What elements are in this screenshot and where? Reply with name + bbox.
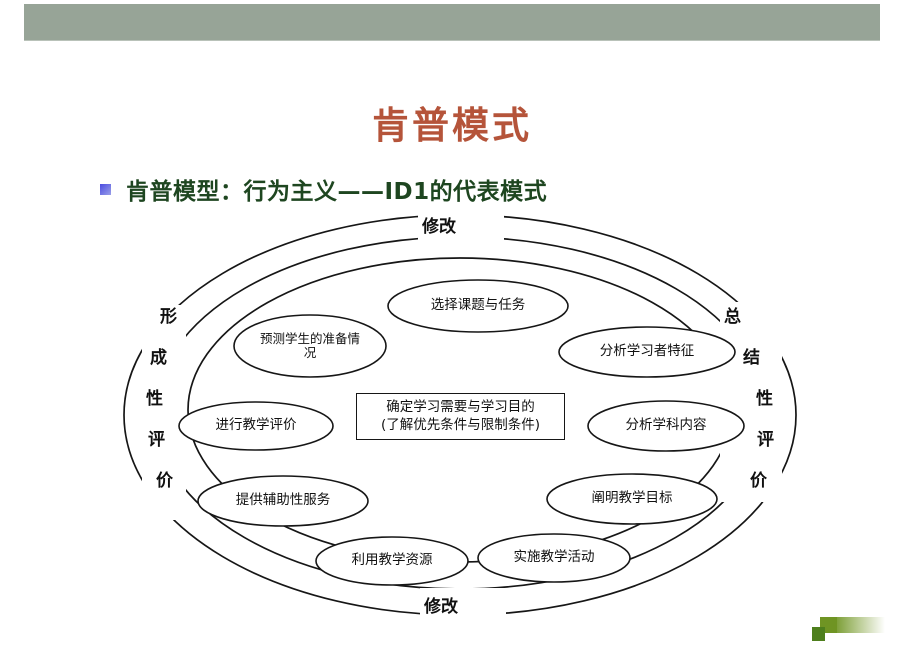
ring-char-right-4: 价: [750, 471, 767, 491]
ring-label-top-modify: 修改: [422, 217, 456, 237]
bullet-line: 肯普模型：行为主义——ID1的代表模式: [100, 172, 547, 206]
ring-char-left-0: 形: [160, 307, 177, 327]
center-box-line2: (了解优先条件与限制条件): [380, 417, 541, 434]
slide-header-bar: [24, 4, 880, 41]
ring-char-left-4: 价: [156, 471, 173, 491]
node-subject-content-shape: [587, 400, 745, 452]
node-teaching-goals-label: 阐明教学目标: [591, 490, 673, 507]
page-title: 肯普模式: [372, 103, 532, 147]
bullet-line-label: 肯普模型：行为主义——ID1的代表模式: [126, 179, 548, 205]
node-teaching-resources-shape: [315, 536, 469, 586]
ring-char-right-3: 评: [757, 430, 774, 450]
node-subject-content-label: 分析学科内容: [625, 417, 707, 434]
ring-char-left-3: 评: [148, 430, 165, 450]
ring-label-bottom-modify: 修改: [424, 597, 458, 617]
decor-square-dark: [812, 627, 825, 641]
kemp-model-diagram: 修改 修改 形 成 性 评 价 总 结 性 评 价 确定学习需要与学习目的 (了…: [120, 210, 800, 645]
ring-char-right-2: 性: [756, 389, 773, 409]
node-teaching-activity-label: 实施教学活动: [513, 549, 595, 566]
node-learner-traits-shape: [558, 326, 736, 378]
ring-char-right-1: 结: [743, 348, 760, 368]
node-evaluation-shape: [178, 401, 334, 451]
node-learner-traits-label: 分析学习者特征: [599, 343, 695, 360]
node-topic-task-shape: [387, 279, 569, 333]
node-teaching-activity-shape: [477, 533, 631, 583]
node-support-services-label: 提供辅助性服务: [235, 492, 331, 509]
node-evaluation-label: 进行教学评价: [215, 417, 297, 434]
node-learner-readiness-label: 预测学生的准备情况: [260, 331, 361, 360]
node-learner-readiness-shape: [233, 314, 387, 378]
center-box-line1: 确定学习需要与学习目的: [386, 399, 535, 415]
ring-char-right-0: 总: [724, 307, 741, 327]
ring-char-left-1: 成: [150, 348, 167, 368]
square-bullet-icon: [100, 183, 111, 195]
node-teaching-resources-label: 利用教学资源: [351, 552, 433, 569]
node-teaching-goals-shape: [546, 473, 718, 525]
node-support-services-shape: [197, 475, 369, 527]
center-box: 确定学习需要与学习目的 (了解优先条件与限制条件): [356, 393, 565, 441]
ring-char-left-2: 性: [146, 389, 163, 409]
diagram-rings: [123, 210, 797, 622]
node-topic-task-label: 选择课题与任务: [430, 297, 526, 314]
corner-decor-icon: [810, 611, 896, 641]
decor-gradient-bar: [837, 617, 885, 633]
